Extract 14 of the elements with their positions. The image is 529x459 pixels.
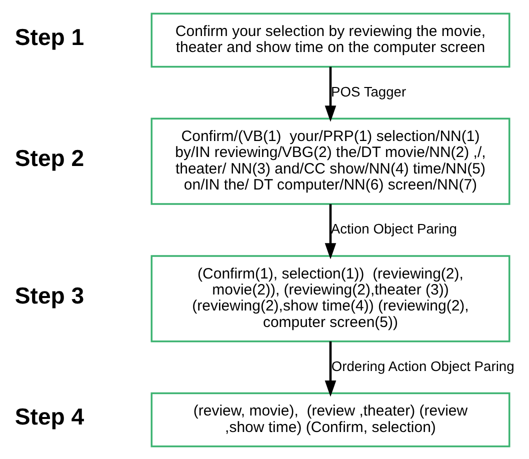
node-label: Step 2 bbox=[14, 144, 84, 170]
node-box: (Confirm(1), selection(1)) (reviewing(2), movie(2)), (reviewing(2),theater (3)) (reviewing(2),show time(4)) (reviewing(2), computer screen(5)) bbox=[150, 254, 510, 342]
arrow bbox=[324, 66, 336, 122]
edge-label: POS Tagger bbox=[330, 82, 406, 99]
edge-label: Action Object Paring bbox=[330, 220, 456, 236]
node-label: Step 3 bbox=[14, 282, 84, 308]
node-box: (review, movie), (review ,theater) (review ,show time) (Confirm, selection) bbox=[150, 392, 510, 447]
arrow bbox=[324, 204, 336, 259]
node-label: Step 4 bbox=[14, 402, 84, 429]
node-box: Confirm your selection by reviewing the movie, theater and show time on the computer screen bbox=[150, 12, 510, 68]
edge-label: Ordering Action Object Paring bbox=[330, 357, 514, 374]
node-box: Confirm/(VB(1) your/PRP(1) selection/NN(1) by/IN reviewing/VBG(2) the/DT movie/NN(2) ,/, theater/ NN(3) and/CC show/NN(4) time/NN(5) on/IN the/ DT computer/NN(6) screen/NN(7) bbox=[150, 117, 510, 204]
arrow bbox=[324, 340, 336, 396]
node-label: Step 1 bbox=[14, 23, 84, 50]
